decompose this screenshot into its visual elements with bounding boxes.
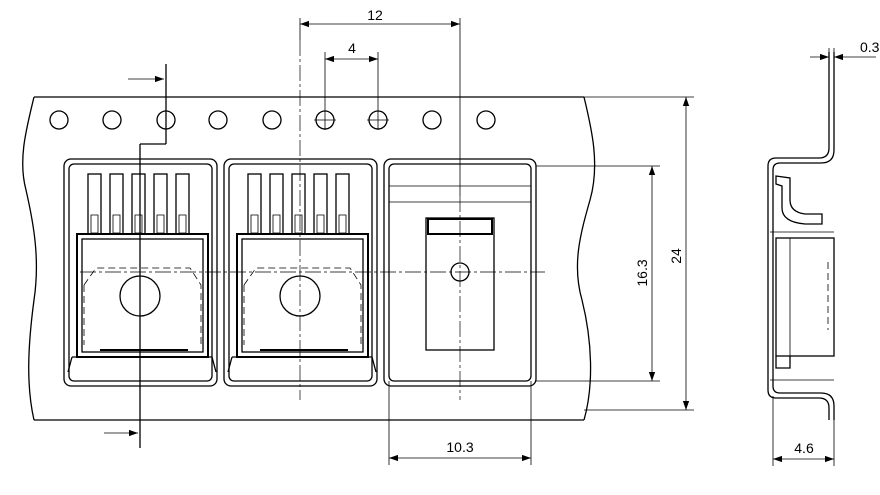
component-leads bbox=[247, 173, 350, 235]
section-cut-line bbox=[104, 64, 167, 448]
sprocket-holes bbox=[49, 110, 496, 130]
dimension-label: 4.6 bbox=[794, 440, 814, 456]
dimension-label: 4 bbox=[348, 40, 356, 56]
dimension-24: 24 bbox=[584, 96, 694, 411]
dimension-label: 12 bbox=[367, 7, 383, 23]
dimension-label: 0.3 bbox=[860, 39, 880, 55]
carrier-tape-outline bbox=[22, 96, 596, 421]
center-lines bbox=[80, 40, 545, 400]
pocket-2 bbox=[223, 158, 378, 387]
dimension-label: 10.3 bbox=[446, 439, 473, 455]
dimension-4: 4 bbox=[324, 40, 379, 130]
dimension-label: 24 bbox=[668, 248, 684, 264]
dimension-label: 16.3 bbox=[634, 259, 650, 286]
dimension-16-3: 16.3 bbox=[536, 165, 660, 382]
dimension-10-3: 10.3 bbox=[388, 381, 532, 465]
dimension-4-6: 4.6 bbox=[772, 396, 835, 466]
component-leads bbox=[87, 173, 190, 235]
dimension-0-3: 0.3 bbox=[810, 39, 880, 100]
dimension-12: 12 bbox=[299, 7, 461, 196]
side-section-view bbox=[767, 52, 835, 420]
